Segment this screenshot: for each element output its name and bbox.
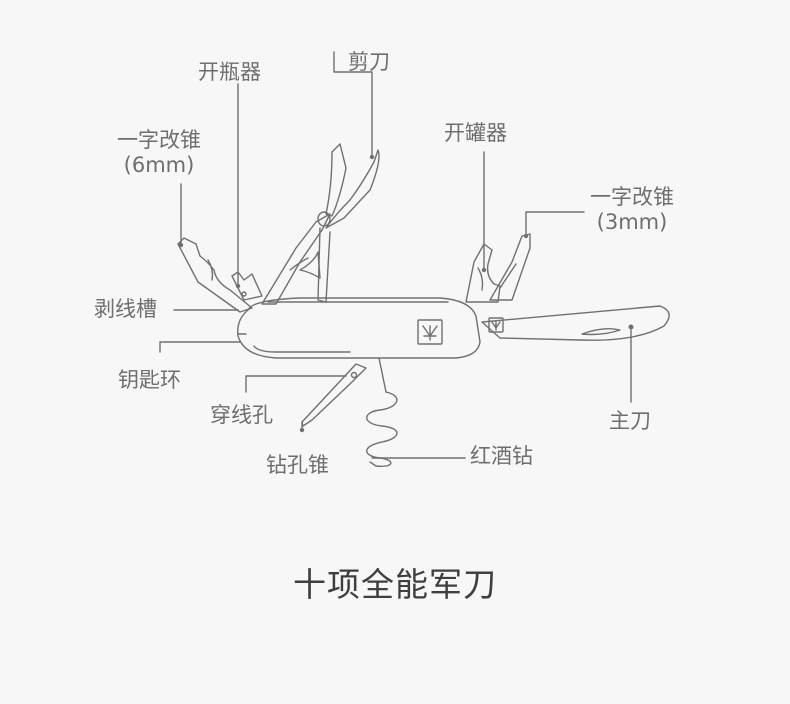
label-awl: 钻孔锥 [266,453,329,477]
label-screwdriver-6mm-line1: 一字改锥 [117,128,201,152]
label-screwdriver-3mm-line2: (3mm) [596,210,668,235]
label-screwdriver-3mm-line1: 一字改锥 [590,185,674,209]
label-wire-stripper: 剥线槽 [94,297,157,321]
label-corkscrew: 红酒钻 [470,444,533,468]
label-screwdriver-6mm-line2: (6mm) [123,153,195,178]
label-bottle-opener: 开瓶器 [198,60,261,84]
label-screwdriver-3mm: 一字改锥 (3mm) [590,185,674,235]
corkscrew-tool [366,357,398,468]
label-threader: 穿线孔 [210,403,273,427]
screwdriver-6mm-tool [177,237,253,313]
bottle-opener-tool [231,271,263,301]
label-can-opener: 开罐器 [444,121,507,145]
screwdriver-3mm-tool [489,233,531,301]
label-scissors: 剪刀 [348,50,390,74]
label-screwdriver-6mm: 一字改锥 (6mm) [117,128,201,178]
knife-handle [237,297,481,359]
scissors-tool [261,143,380,305]
main-blade [481,305,670,341]
can-opener-tool [465,243,501,303]
label-key-ring: 钥匙环 [118,368,181,392]
label-main-blade: 主刀 [609,409,651,433]
page-title: 十项全能军刀 [293,565,497,604]
leader-lines [159,51,632,459]
